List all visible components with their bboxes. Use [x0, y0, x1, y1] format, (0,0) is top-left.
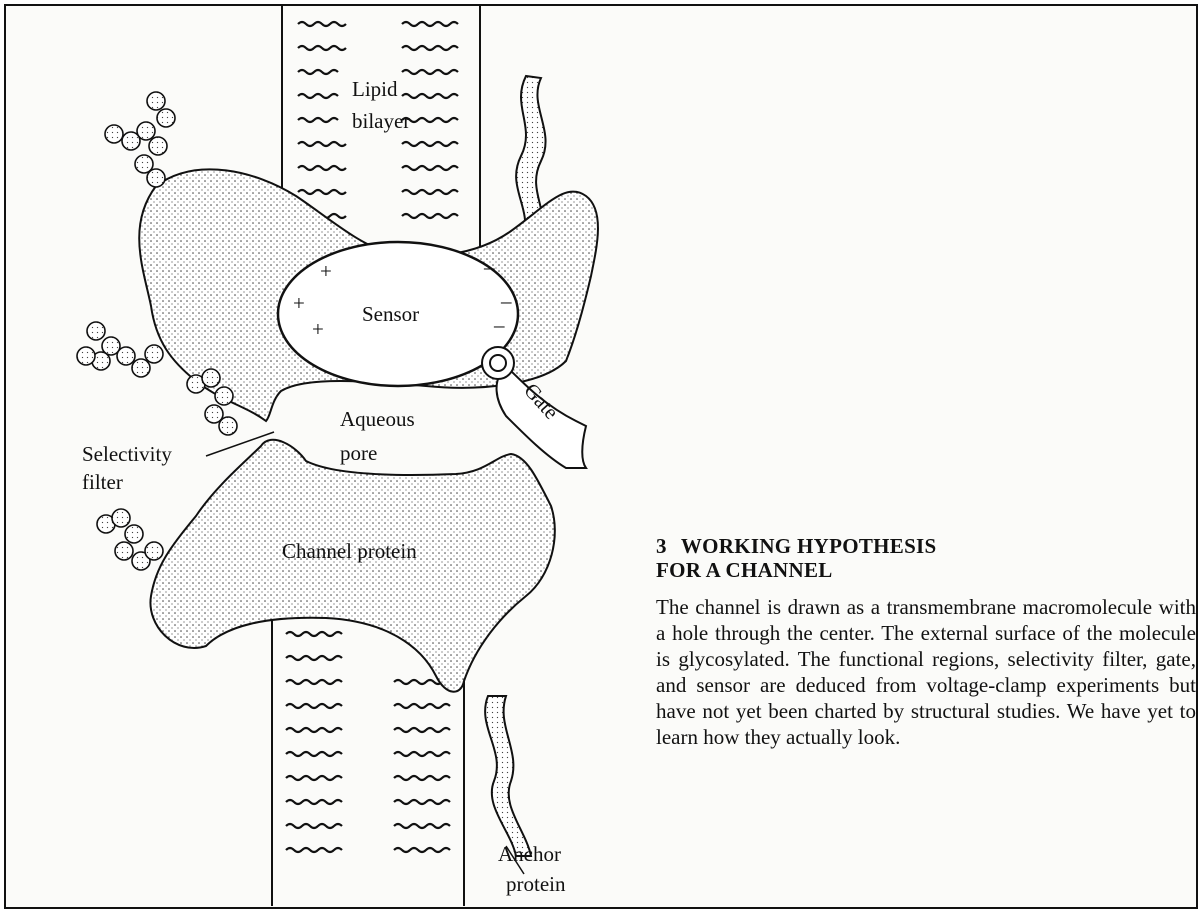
- glycan-sugar: [202, 369, 220, 387]
- glycan-sugar: [77, 347, 95, 365]
- selectivity-filter-label-line2: filter: [82, 470, 123, 494]
- lipid-tail: [394, 776, 450, 780]
- lipid-tail: [394, 800, 450, 804]
- caption-title-line1: WORKING HYPOTHESIS: [681, 534, 937, 558]
- lipid-tail: [298, 166, 346, 170]
- lipid-tail: [394, 848, 450, 852]
- figure-caption: 3 WORKING HYPOTHESIS FOR A CHANNEL The ch…: [656, 534, 1196, 750]
- selectivity-filter-label-line1: Selectivity: [82, 442, 172, 466]
- positive-charge: +: [293, 291, 305, 315]
- lower-lipid-bilayer: [286, 632, 450, 852]
- lipid-tail: [402, 166, 458, 170]
- lipid-bilayer-label-line1: Lipid: [352, 77, 398, 101]
- lipid-tail: [394, 704, 450, 708]
- lipid-bilayer-label-line2: bilayer: [352, 109, 410, 133]
- lipid-tail: [286, 632, 342, 636]
- anchor-protein-label-line2: protein: [506, 872, 566, 896]
- glycan-sugar: [147, 169, 165, 187]
- lower-channel-mass: [150, 440, 554, 692]
- lipid-tail: [402, 22, 458, 26]
- glycan-sugar: [147, 92, 165, 110]
- gate-hinge-inner: [490, 355, 506, 371]
- glycan-sugar: [132, 359, 150, 377]
- caption-body: The channel is drawn as a transmembrane …: [656, 594, 1196, 750]
- caption-title: 3 WORKING HYPOTHESIS FOR A CHANNEL: [656, 534, 1196, 582]
- lipid-tail: [286, 656, 342, 660]
- lipid-tail: [402, 46, 458, 50]
- glycan-sugar: [117, 347, 135, 365]
- negative-charge: –: [493, 313, 505, 337]
- lipid-tail: [402, 70, 458, 74]
- glycan-sugar: [145, 345, 163, 363]
- negative-charge: –: [500, 289, 512, 313]
- lipid-tail: [286, 848, 342, 852]
- glycan-sugar: [157, 109, 175, 127]
- aqueous-pore-label-line1: Aqueous: [340, 407, 415, 431]
- glycan-sugar: [112, 509, 130, 527]
- glycan-sugar: [87, 322, 105, 340]
- lipid-tail: [394, 728, 450, 732]
- glycan-sugar: [125, 525, 143, 543]
- lipid-tail: [286, 728, 342, 732]
- lipid-tail: [286, 824, 342, 828]
- glycan-sugar: [145, 542, 163, 560]
- lipid-tail: [286, 680, 342, 684]
- lipid-tail: [286, 800, 342, 804]
- lipid-tail: [298, 190, 346, 194]
- aqueous-pore-label-line2: pore: [340, 441, 377, 465]
- caption-title-line2: FOR A CHANNEL: [656, 558, 833, 582]
- lipid-tail: [298, 94, 338, 98]
- lipid-tail: [286, 776, 342, 780]
- lipid-tail: [298, 70, 338, 74]
- positive-charge: +: [320, 259, 332, 283]
- figure-frame: + + + – – – Lipid bilayer Sensor Gate Aq…: [4, 4, 1198, 909]
- lipid-tail: [286, 704, 342, 708]
- channel-diagram: + + + – – – Lipid bilayer Sensor Gate Aq…: [6, 6, 1198, 909]
- glycan-sugar: [122, 132, 140, 150]
- lipid-tail: [298, 22, 346, 26]
- glycan-sugar: [215, 387, 233, 405]
- glycan-sugar: [105, 125, 123, 143]
- caption-number: 3: [656, 534, 667, 558]
- lipid-tail: [298, 142, 346, 146]
- lipid-tail: [402, 190, 458, 194]
- glycan-sugar: [149, 137, 167, 155]
- lipid-tail: [394, 824, 450, 828]
- lipid-tail: [402, 214, 458, 218]
- glycan-sugar: [115, 542, 133, 560]
- positive-charge: +: [312, 317, 324, 341]
- negative-charge: –: [483, 255, 495, 279]
- lipid-tail: [286, 752, 342, 756]
- anchor-protein-label-line1: Anchor: [498, 842, 561, 866]
- lipid-tail: [402, 94, 458, 98]
- lipid-tail: [402, 118, 458, 122]
- lipid-tail: [298, 46, 346, 50]
- lipid-tail: [298, 118, 338, 122]
- sensor-label: Sensor: [362, 302, 419, 326]
- lipid-tail: [394, 752, 450, 756]
- lower-anchor-strand: [485, 696, 531, 856]
- lipid-tail: [402, 142, 458, 146]
- glycan-sugar: [219, 417, 237, 435]
- channel-protein-label: Channel protein: [282, 539, 417, 563]
